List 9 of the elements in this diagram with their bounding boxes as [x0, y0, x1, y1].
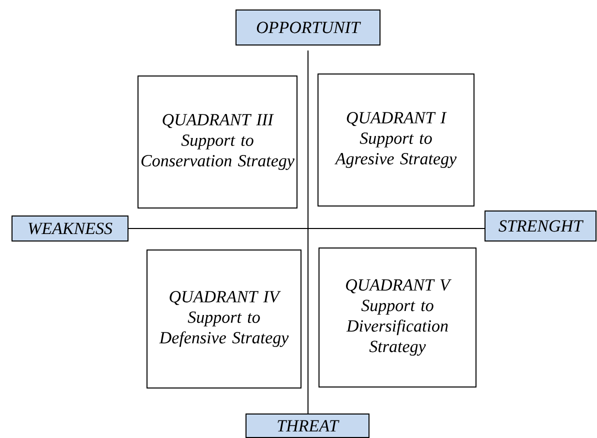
axis-label: OPPORTUNIT: [236, 10, 380, 46]
quadrant-box: QUADRANT III Support to Conservation Strategy: [138, 76, 298, 208]
axis-label: WEAKNESS: [12, 216, 128, 242]
quadrant-box: QUADRANT IV Support to Defensive Strategy: [146, 250, 302, 388]
axis-label: STRENGHT: [484, 210, 596, 242]
axis-label: THREAT: [246, 414, 370, 438]
quadrant-box: QUADRANT V Support to Diversification Strategy: [318, 248, 476, 388]
quadrant-box: QUADRANT I Support to Agresive Strategy: [318, 74, 474, 206]
axis-line: [128, 228, 485, 229]
